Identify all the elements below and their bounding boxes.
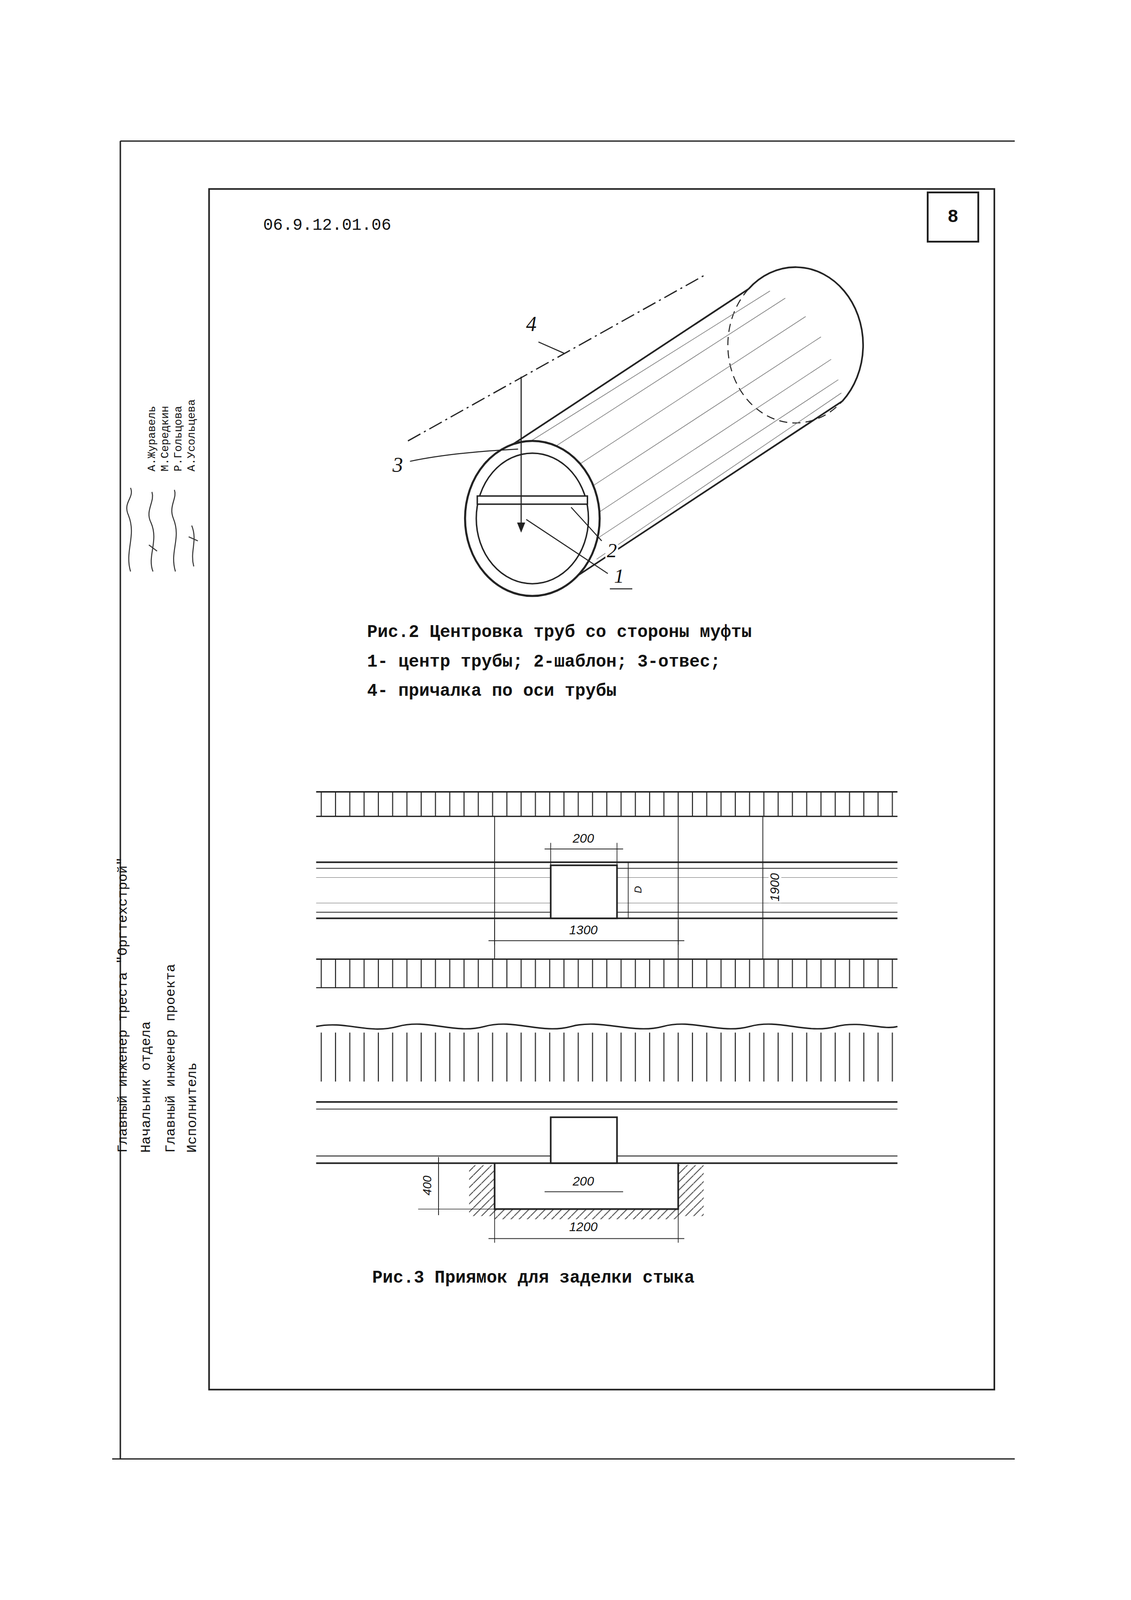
stamp-name: М.Середкин [159, 405, 172, 472]
page-number-box: 8 [926, 191, 980, 243]
pit-plan [316, 791, 898, 988]
stamp-name: Р.Гольцова [172, 405, 186, 472]
dimension-label: 1200 [567, 1220, 599, 1234]
callout-number: 2 [605, 540, 619, 561]
dimension-label: D [633, 884, 644, 895]
callout-number: 3 [391, 454, 405, 476]
stamp-title: Главный инженер проекта [163, 963, 180, 1153]
dimension-label: 1900 [768, 871, 782, 903]
stamp-title: Начальник отдела [138, 1021, 155, 1153]
dimension-label: 1300 [567, 923, 599, 937]
dimension-label: 200 [571, 1174, 596, 1188]
template-bar [477, 495, 588, 505]
stamp-title: Главный инженер треста "Оргтехстрой" [115, 857, 132, 1153]
signatures [126, 487, 198, 572]
figure-caption: Рис.2 Центровка труб со стороны муфты [366, 622, 752, 643]
stamp-name: А.Усольцева [185, 398, 199, 471]
figure-caption: Рис.3 Приямок для заделки стыка [372, 1267, 695, 1288]
stamp-title: Исполнитель [184, 1062, 201, 1153]
callout-number: 4 [524, 313, 538, 335]
stamp-name: А.Журавель [145, 405, 159, 472]
legend-text: 1- центр трубы; 2-шаблон; 3-отвес; [366, 651, 721, 672]
page-number: 8 [947, 206, 959, 228]
callout-number: 1 [612, 566, 626, 587]
pipe-illustration [407, 267, 863, 596]
sheet-frame [112, 140, 1015, 1459]
dimension-label: 200 [571, 831, 596, 845]
document-code: 06.9.12.01.06 [263, 216, 392, 235]
pit-section [316, 1020, 898, 1243]
plumb-line [520, 376, 522, 523]
legend-text: 4- причалка по оси трубы [366, 681, 617, 702]
dimension-label: 400 [421, 1173, 434, 1197]
